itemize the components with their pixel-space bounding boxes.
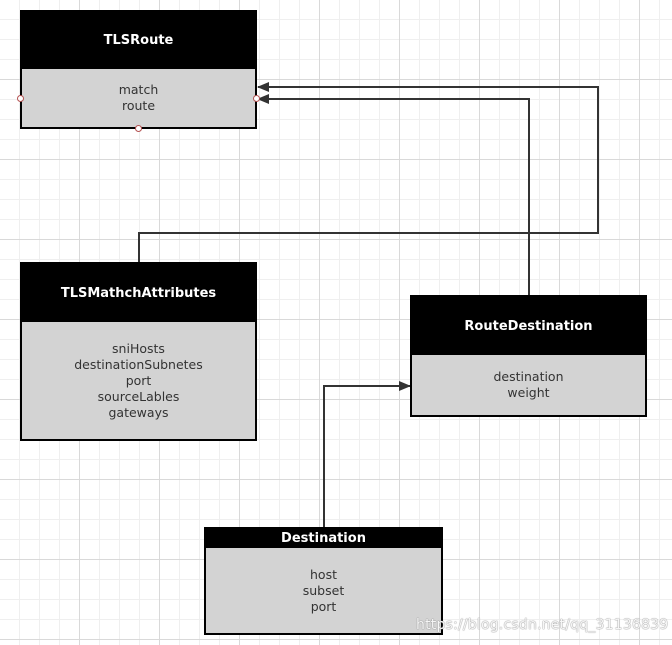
tlsmatchattributes-title: TLSMathchAttributes	[22, 264, 255, 322]
destination-title: Destination	[206, 529, 441, 548]
field-subset: subset	[302, 582, 345, 598]
tlsmatchattributes-entity[interactable]: TLSMathchAttributes sniHosts destination…	[20, 262, 257, 441]
field-gateways: gateways	[108, 404, 169, 420]
destination-entity[interactable]: Destination host subset port	[204, 527, 443, 635]
tlsroute-title: TLSRoute	[22, 12, 255, 69]
tlsmatchattributes-fields: sniHosts destinationSubnetes port source…	[22, 322, 255, 439]
connector-matchattributes-to-tlsroute	[138, 82, 599, 262]
connector-destination-to-routedestination	[323, 381, 411, 528]
watermark: https://blog.csdn.net/qq_31136839	[416, 617, 669, 633]
connector-routedestination-to-tlsroute	[257, 94, 530, 296]
destination-fields: host subset port	[206, 548, 441, 633]
field-weight: weight	[507, 385, 550, 400]
connection-handle-bottom[interactable]	[135, 125, 142, 132]
connection-handle-left[interactable]	[17, 95, 24, 102]
field-port: port	[125, 372, 152, 388]
field-port: port	[310, 598, 337, 614]
routedestination-entity[interactable]: RouteDestination destination weight	[410, 295, 647, 417]
routedestination-fields: destination weight	[412, 355, 645, 415]
routedestination-title: RouteDestination	[412, 297, 645, 355]
field-destination: destination	[493, 369, 564, 384]
field-snihosts: sniHosts	[112, 340, 165, 356]
field-sourcelables: sourceLables	[97, 388, 180, 404]
tlsroute-fields: match route	[22, 69, 255, 127]
field-route: route	[121, 98, 156, 113]
connection-handle-right[interactable]	[253, 95, 260, 102]
field-host: host	[310, 566, 337, 582]
field-match: match	[118, 82, 159, 97]
field-destinationsubnetes: destinationSubnetes	[74, 356, 203, 372]
tlsroute-entity[interactable]: TLSRoute match route	[20, 10, 257, 129]
